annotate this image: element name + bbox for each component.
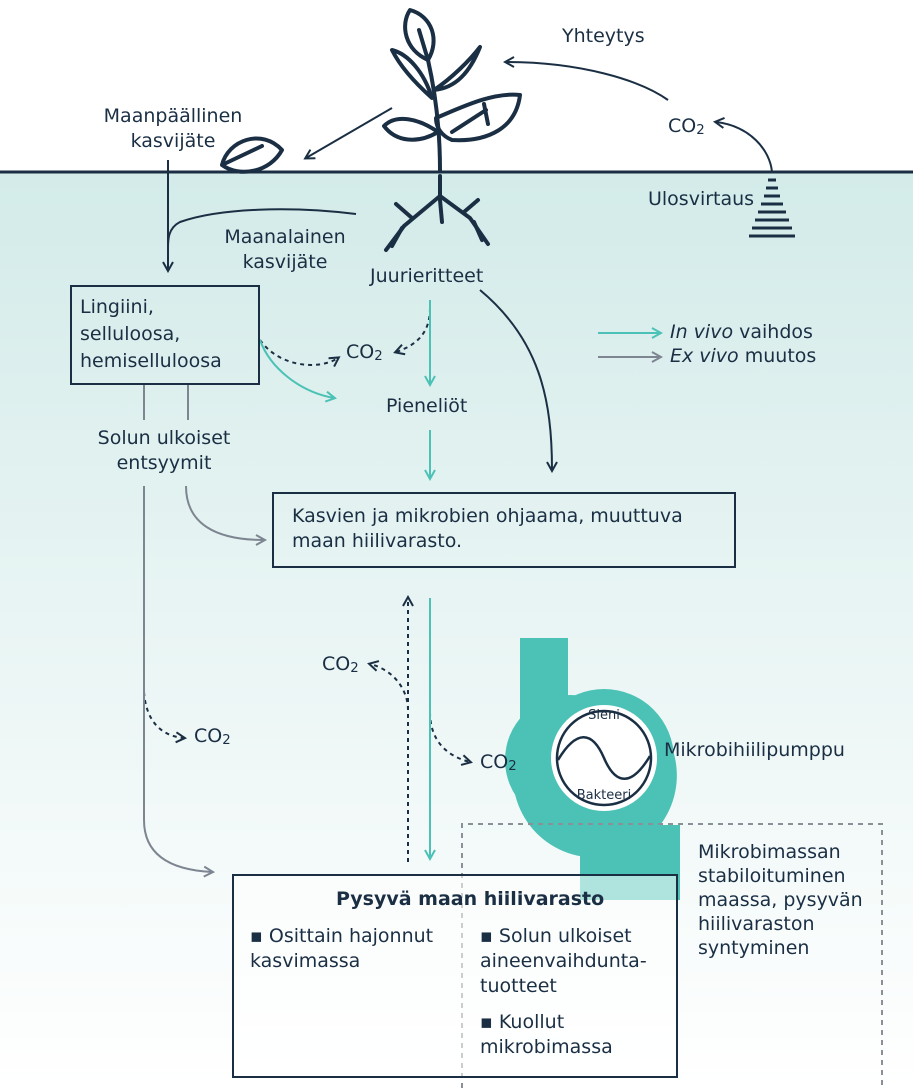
grey-arrows xyxy=(143,357,660,872)
aboveground-litter-label: Maanpäällinen kasvijäte xyxy=(103,105,243,152)
co2-label-enzymes: CO2 xyxy=(194,725,231,748)
roots-icon xyxy=(384,174,490,252)
microbes-label: Pieneliöt xyxy=(386,395,468,417)
stable-carbon-pool-title: Pysyvä maan hiilivarasto xyxy=(336,888,605,910)
root-exudates-label: Juurieritteet xyxy=(370,265,484,287)
active-carbon-pool-label: Kasvien ja mikrobien ohjaama, muuttuva m… xyxy=(292,505,683,552)
microbial-pump-label: Mikrobihiilipumppu xyxy=(664,739,845,761)
co2-label-top: CO2 xyxy=(668,115,705,138)
lignin-label: Lingiini, selluloosa, hemiselluloosa xyxy=(80,296,222,372)
fungi-label: Sieni xyxy=(588,708,620,723)
photosynthesis-label: Yhteytys xyxy=(562,25,645,47)
bacteria-label: Bakteeri xyxy=(576,788,632,803)
ink-arrows xyxy=(168,62,773,470)
outflow-stack-icon xyxy=(749,178,795,238)
stable-bullet-dead-microbes: ▪ Kuollut mikrobimassa xyxy=(480,1011,613,1058)
stable-bullet-plant-mass: ▪ Osittain hajonnut kasvimassa xyxy=(250,925,434,972)
teal-arrows xyxy=(259,300,660,858)
lignin-box xyxy=(70,285,260,385)
outflow-label: Ulosvirtaus xyxy=(648,188,755,210)
legend-ex-vivo: Ex vivo muutos xyxy=(670,345,817,367)
plant-icon xyxy=(382,8,522,172)
stable-carbon-pool-box xyxy=(232,874,678,1078)
dotted-arrows xyxy=(143,307,470,862)
belowground-litter-label: Maanalainen kasvijäte xyxy=(224,226,346,273)
stable-bullet-metabolites: ▪ Solun ulkoiset aineenvaihdunta- tuotte… xyxy=(480,925,647,997)
co2-label-pump: CO2 xyxy=(480,751,517,774)
co2-label-left-mid: CO2 xyxy=(322,653,359,676)
stabilization-label: Mikrobimassan stabiloituminen maassa, py… xyxy=(698,841,863,959)
microbial-pump-icon xyxy=(505,638,680,900)
fallen-leaf-icon xyxy=(220,136,284,174)
extracellular-enzymes-label: Solun ulkoiset entsyymit xyxy=(97,427,231,474)
co2-label-lignin: CO2 xyxy=(346,341,383,364)
active-carbon-pool-box xyxy=(272,492,736,568)
legend-in-vivo: In vivo vaihdos xyxy=(670,321,813,343)
